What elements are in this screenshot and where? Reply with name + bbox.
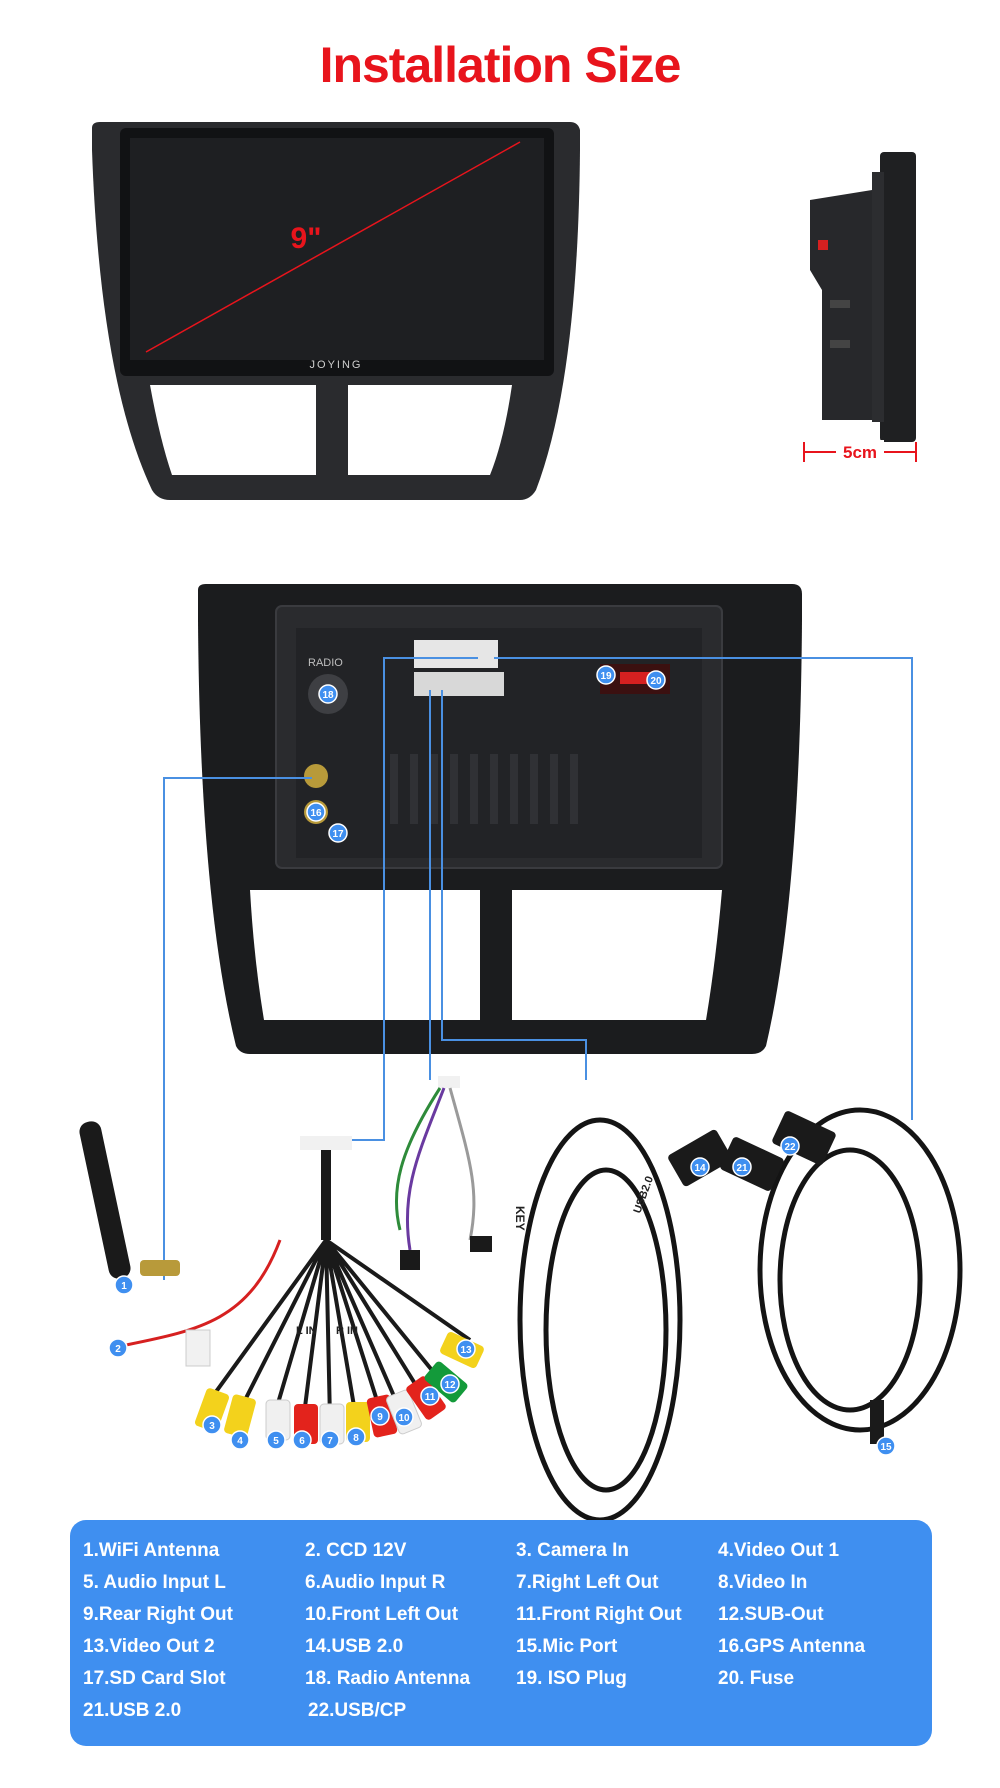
callout-badge-1 [114,1275,134,1295]
screen-diagonal-line [145,141,521,353]
callout-number-15: 15 [880,1442,892,1453]
callout-badge-16 [306,802,326,822]
usb-cable-14: USB2.0 [517,1117,732,1523]
callout-number-3: 3 [209,1421,215,1432]
wifi-antenna [79,1121,180,1279]
key-cable-label: KEY [513,1206,527,1231]
rear-view-unit: RADIO [198,584,802,1054]
legend-item: 20. Fuse [718,1668,795,1689]
callout-number-1: 1 [121,1281,127,1292]
page-title: Installation Size [319,37,682,93]
callout-number-22: 22 [784,1142,796,1153]
callout-badge-19 [596,665,616,685]
callout-badge-6 [292,1430,312,1450]
callout-number-5: 5 [273,1436,279,1447]
legend-item: 21.USB 2.0 [83,1700,182,1721]
legend-item: 11.Front Right Out [516,1604,682,1625]
legend-item: 14.USB 2.0 [305,1636,404,1657]
callout-number-16: 16 [310,808,322,819]
legend-item: 3. Camera In [516,1540,629,1561]
callout-badge-17 [328,823,348,843]
callout-number-10: 10 [398,1413,410,1424]
legend-item: 4.Video Out 1 [718,1540,840,1561]
legend-item: 9.Rear Right Out [83,1604,233,1625]
callout-badge-14 [690,1157,710,1177]
legend-item: 16.GPS Antenna [718,1636,866,1657]
callout-badge-5 [266,1430,286,1450]
callout-badge-2 [108,1338,128,1358]
callout-badge-22 [780,1136,800,1156]
callout-badge-10 [394,1407,414,1427]
legend-item: 19. ISO Plug [516,1668,627,1689]
line-in-l-label: L IN [296,1325,317,1337]
legend-item: 12.SUB-Out [718,1604,824,1625]
callout-number-2: 2 [115,1344,121,1355]
legend-item: 2. CCD 12V [305,1540,407,1561]
callout-badge-4 [230,1430,250,1450]
callout-badge-21 [732,1157,752,1177]
usb-cable-label: USB2.0 [632,1175,656,1215]
callout-badge-9 [370,1406,390,1426]
callout-number-7: 7 [327,1436,333,1447]
legend-item: 10.Front Left Out [305,1604,459,1625]
legend-item: 13.Video Out 2 [83,1636,215,1657]
callout-badge-15 [876,1436,896,1456]
callout-number-6: 6 [299,1436,305,1447]
screen-size-label: 9" [291,222,322,255]
legend-item: 17.SD Card Slot [83,1668,226,1689]
side-view-unit: 5cm [803,152,917,462]
radio-port-label: RADIO [308,657,343,669]
depth-label: 5cm [843,443,877,462]
callout-number-18: 18 [322,690,334,701]
rca-harness: L IN R IN [195,1136,484,1445]
legend-item: 5. Audio Input L [83,1572,226,1593]
usb-cable-21-22 [720,1107,963,1444]
callout-badge-8 [346,1427,366,1447]
callout-number-9: 9 [377,1412,383,1423]
key-harness: KEY [394,1076,527,1270]
legend-panel: 1.WiFi Antenna 2. CCD 12V 3. Camera In 4… [70,1520,932,1746]
callout-number-19: 19 [600,671,612,682]
callout-number-17: 17 [332,829,344,840]
callout-number-11: 11 [425,1392,436,1403]
legend-item: 18. Radio Antenna [305,1668,471,1689]
legend-item: 8.Video In [718,1572,808,1593]
callout-number-4: 4 [237,1436,243,1447]
legend-item: 22.USB/CP [308,1700,407,1721]
connector-lines [163,657,913,1280]
callout-number-14: 14 [694,1163,706,1174]
callout-number-13: 13 [460,1345,472,1356]
callout-number-8: 8 [353,1433,359,1444]
callout-badge-3 [202,1415,222,1435]
callout-badge-7 [320,1430,340,1450]
front-view-unit: 9" JOYING [92,122,580,500]
legend-item: 15.Mic Port [516,1636,618,1657]
callout-badge-20 [646,670,666,690]
callout-badge-11 [420,1386,440,1406]
callout-number-12: 12 [444,1380,456,1391]
brand-label: JOYING [310,359,363,371]
legend-item: 7.Right Left Out [516,1572,659,1593]
line-in-r-label: R IN [336,1325,358,1337]
legend-item: 6.Audio Input R [305,1572,446,1593]
callout-number-20: 20 [650,676,662,687]
mic-port-connector [870,1400,884,1444]
callout-badge-12 [440,1374,460,1394]
callout-badge-13 [456,1339,476,1359]
callout-badge-18 [318,684,338,704]
callout-number-21: 21 [736,1163,748,1174]
legend-item: 1.WiFi Antenna [83,1540,220,1561]
